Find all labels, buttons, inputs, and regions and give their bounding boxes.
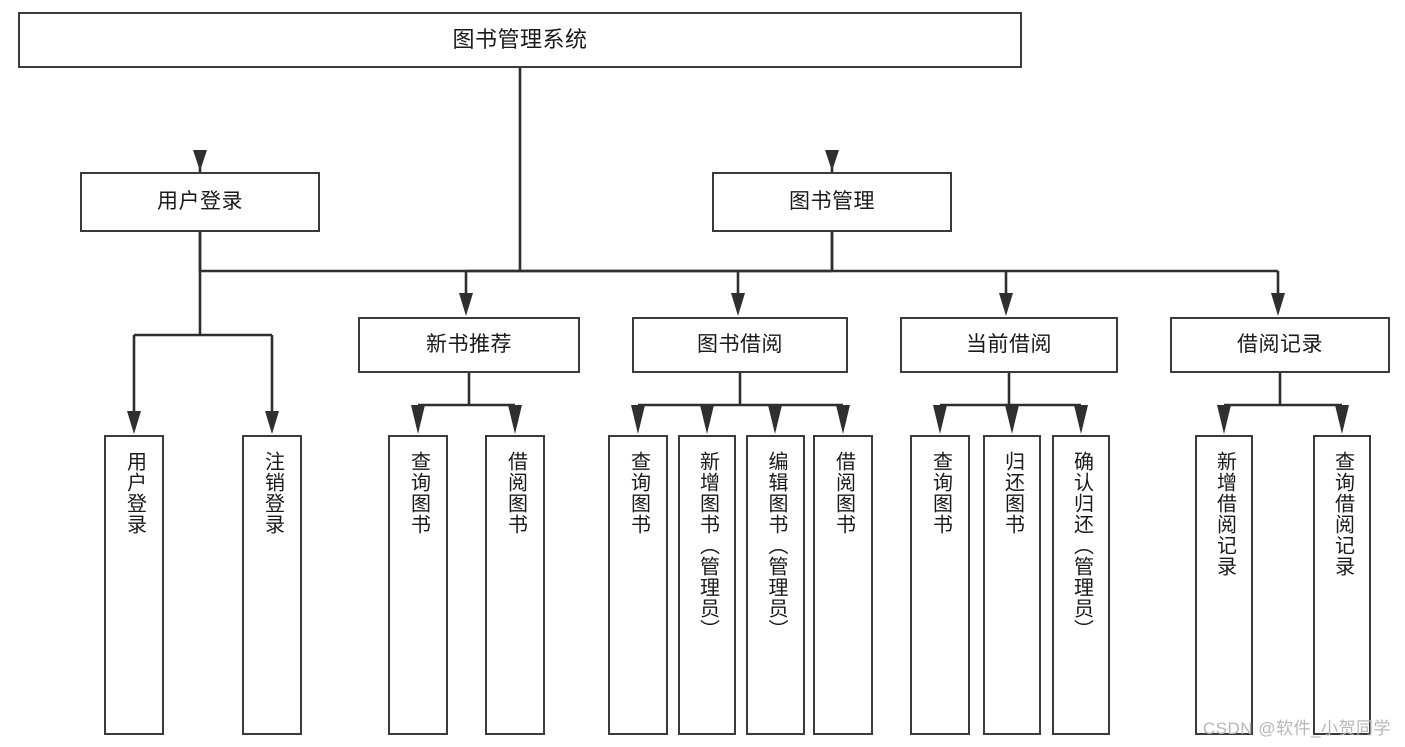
leaf-query-borrow-record-label: 查询借阅记录: [1331, 451, 1354, 577]
node-borrow-record[interactable]: 借阅记录: [1170, 317, 1390, 373]
node-borrow-record-label: 借阅记录: [1237, 332, 1323, 356]
leaf-query-book-recommend[interactable]: 查询图书: [388, 435, 448, 735]
leaf-return-book[interactable]: 归还图书: [983, 435, 1041, 735]
node-book-manage[interactable]: 图书管理: [712, 172, 952, 232]
connector-new-book-rec-to-leaves: [411, 373, 522, 434]
node-book-borrow[interactable]: 图书借阅: [632, 317, 848, 373]
leaf-add-book-admin-label: 新增图书（管理员）: [696, 451, 719, 640]
node-root-system[interactable]: 图书管理系统: [18, 12, 1022, 68]
leaf-query-book-borrow-label: 查询图书: [627, 451, 650, 535]
leaf-query-book-current-label: 查询图书: [929, 451, 952, 535]
node-current-borrow-label: 当前借阅: [966, 332, 1052, 356]
node-user-login[interactable]: 用户登录: [80, 172, 320, 232]
leaf-query-borrow-record[interactable]: 查询借阅记录: [1313, 435, 1371, 735]
leaf-query-book-recommend-label: 查询图书: [407, 451, 430, 535]
leaf-borrow-book-recommend-label: 借阅图书: [504, 451, 527, 535]
leaf-query-book-borrow[interactable]: 查询图书: [608, 435, 668, 735]
node-user-login-label: 用户登录: [157, 189, 243, 213]
node-new-book-recommend-label: 新书推荐: [426, 332, 512, 356]
leaf-confirm-return-admin[interactable]: 确认归还（管理员）: [1052, 435, 1110, 735]
node-book-manage-label: 图书管理: [789, 189, 875, 213]
node-current-borrow[interactable]: 当前借阅: [900, 317, 1118, 373]
leaf-edit-book-admin[interactable]: 编辑图书（管理员）: [746, 435, 805, 735]
leaf-confirm-return-admin-label: 确认归还（管理员）: [1070, 451, 1093, 640]
leaf-logout-login-label: 注销登录: [261, 451, 284, 535]
leaf-return-book-label: 归还图书: [1001, 451, 1024, 535]
connector-current-borrow-to-leaves: [933, 373, 1088, 434]
leaf-query-book-current[interactable]: 查询图书: [910, 435, 970, 735]
leaf-user-login-label: 用户登录: [123, 451, 146, 535]
watermark-text: CSDN @软件_小贺同学: [1202, 719, 1391, 738]
node-new-book-recommend[interactable]: 新书推荐: [358, 317, 580, 373]
leaf-user-login[interactable]: 用户登录: [104, 435, 164, 735]
leaf-add-borrow-record-label: 新增借阅记录: [1213, 451, 1236, 577]
leaf-borrow-book-label: 借阅图书: [832, 451, 855, 535]
node-book-borrow-label: 图书借阅: [697, 332, 783, 356]
leaf-borrow-book[interactable]: 借阅图书: [813, 435, 873, 735]
leaf-edit-book-admin-label: 编辑图书（管理员）: [765, 451, 787, 640]
leaf-add-borrow-record[interactable]: 新增借阅记录: [1195, 435, 1253, 735]
connector-book-manage-to-level2: [459, 232, 1285, 316]
leaf-add-book-admin[interactable]: 新增图书（管理员）: [678, 435, 736, 735]
node-root-system-label: 图书管理系统: [452, 27, 588, 53]
connector-user-login-to-leaves: [127, 232, 279, 434]
leaf-logout-login[interactable]: 注销登录: [242, 435, 302, 735]
connector-book-borrow-to-leaves: [631, 373, 850, 434]
connector-root-to-level1: [193, 68, 839, 273]
connector-borrow-record-to-leaves: [1217, 373, 1349, 434]
leaf-borrow-book-recommend[interactable]: 借阅图书: [485, 435, 545, 735]
